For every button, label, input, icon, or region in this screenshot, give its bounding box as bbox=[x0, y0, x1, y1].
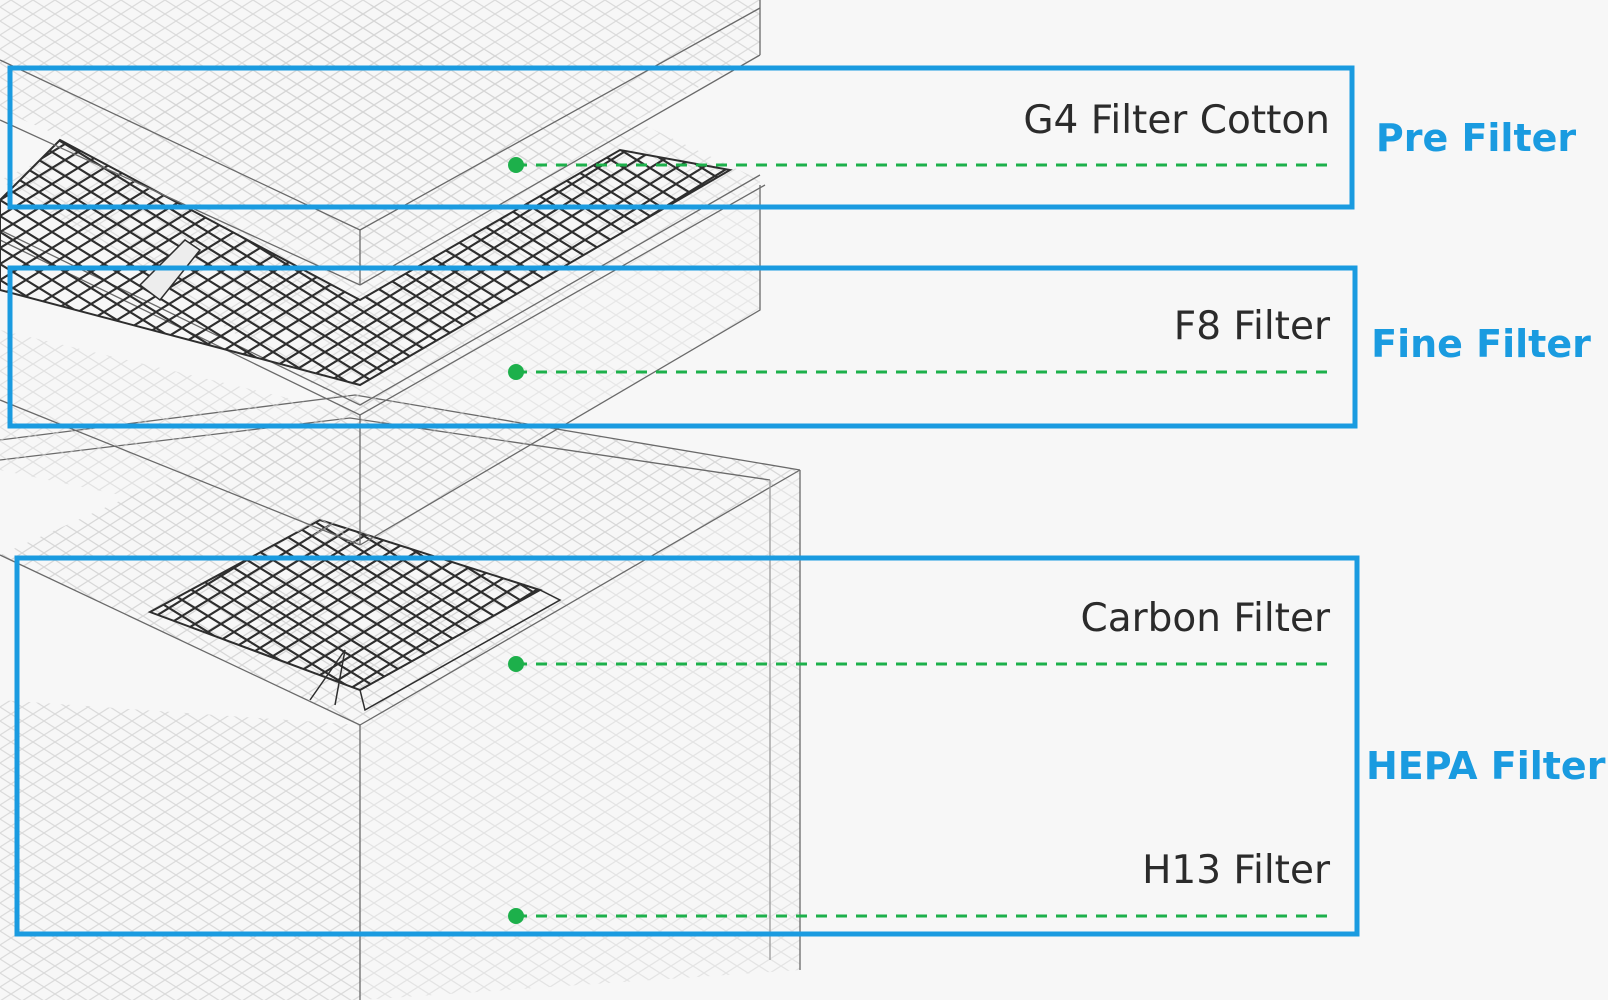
h13-marker-dot bbox=[508, 908, 524, 924]
fine-filter-group-label: Fine Filter bbox=[1371, 322, 1591, 366]
carbon-filter-label: Carbon Filter bbox=[1080, 596, 1330, 641]
g4-marker-dot bbox=[508, 157, 524, 173]
f8-filter-label: F8 Filter bbox=[1173, 304, 1330, 349]
g4-filter-cotton-label: G4 Filter Cotton bbox=[1023, 98, 1330, 143]
pre-filter-box bbox=[7, 65, 1355, 210]
hepa-filter-group-label: HEPA Filter bbox=[1366, 744, 1606, 788]
carbon-filter-drawing bbox=[147, 518, 562, 712]
fine-filter-box bbox=[7, 265, 1358, 429]
hepa-filter-box bbox=[14, 555, 1360, 937]
pre-filter-group-label: Pre Filter bbox=[1375, 116, 1577, 160]
h13-filter-label: H13 Filter bbox=[1142, 848, 1330, 893]
carbon-marker-dot bbox=[508, 656, 524, 672]
f8-marker-dot bbox=[508, 364, 524, 380]
